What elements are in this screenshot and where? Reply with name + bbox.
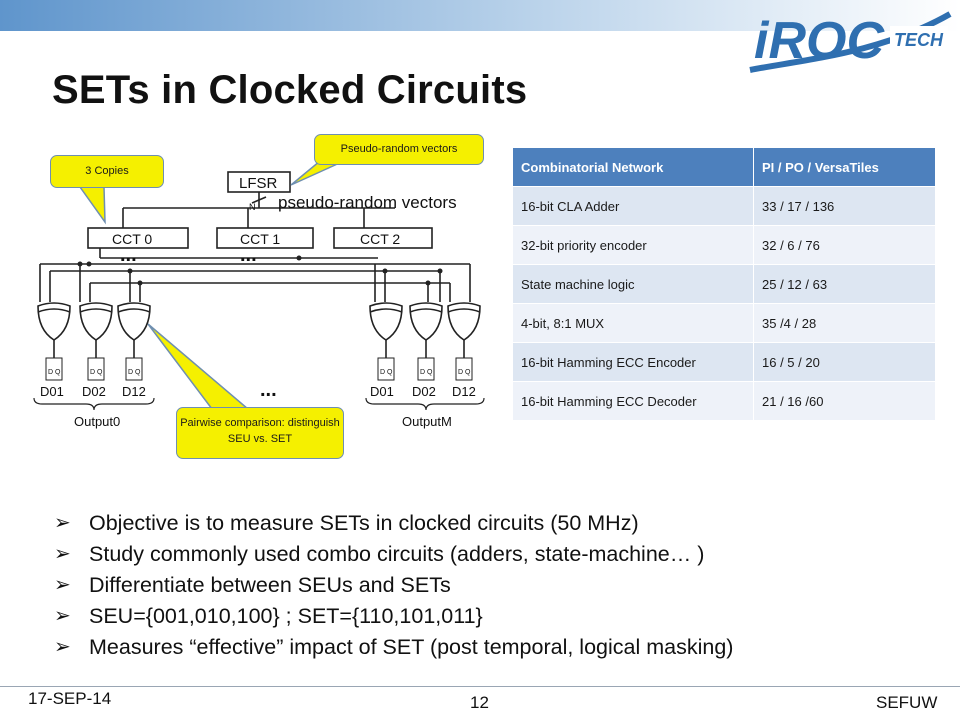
out-left-3: D12 xyxy=(122,384,146,399)
ff-dq-2: D Q xyxy=(90,369,103,376)
vectors-label: pseudo-random vectors xyxy=(278,193,457,212)
output-right-label: OutputM xyxy=(402,414,452,429)
callout-vectors: Pseudo-random vectors xyxy=(314,134,484,165)
cell-values: 33 / 17 / 136 xyxy=(753,186,936,226)
arrow-bullet-icon: ➢ xyxy=(54,543,71,565)
ff-dq-3: D Q xyxy=(128,369,141,376)
ff-dq-6: D Q xyxy=(458,369,471,376)
cell-network: 16-bit Hamming ECC Encoder xyxy=(513,342,754,382)
bullet-item: ➢ Study commonly used combo circuits (add… xyxy=(52,539,733,570)
bullet-text: Differentiate between SEUs and SETs xyxy=(89,573,451,597)
cell-values: 35 /4 / 28 xyxy=(753,303,936,343)
callout-copies: 3 Copies xyxy=(50,155,164,188)
page-number: 12 xyxy=(470,693,489,712)
bullet-list: ➢ Objective is to measure SETs in clocked… xyxy=(52,508,733,663)
table-row: 4-bit, 8:1 MUX 35 /4 / 28 xyxy=(513,303,936,343)
circuit-diagram: LFSR N pseudo-random vectors CCT 0 CCT 1… xyxy=(33,171,485,429)
header-network: Combinatorial Network xyxy=(513,148,754,187)
svg-text:TECH: TECH xyxy=(894,30,944,50)
arrow-bullet-icon: ➢ xyxy=(54,605,71,627)
ff-dq-4: D Q xyxy=(380,369,393,376)
ellipsis-2: ... xyxy=(240,244,257,266)
header-bar xyxy=(0,0,960,33)
bullet-item: ➢ SEU={001,010,100} ; SET={110,101,011} xyxy=(52,601,733,632)
slide-title: SETs in Clocked Circuits xyxy=(52,68,528,112)
footer-date: 17-SEP-14 xyxy=(28,689,112,708)
out-left-1: D01 xyxy=(40,384,64,399)
arrow-bullet-icon: ➢ xyxy=(54,574,71,596)
table-row: 16-bit CLA Adder 33 / 17 / 136 xyxy=(513,186,936,226)
lfsr-label: LFSR xyxy=(239,175,278,192)
cct0-label: CCT 0 xyxy=(112,231,152,247)
cell-values: 21 / 16 /60 xyxy=(753,381,936,420)
cell-network: State machine logic xyxy=(513,264,754,304)
n-label: N xyxy=(249,202,256,212)
ff-dq-1: D Q xyxy=(48,369,61,376)
out-right-1: D01 xyxy=(370,384,394,399)
header-pi-po: PI / PO / VersaTiles xyxy=(753,148,936,187)
cell-network: 32-bit priority encoder xyxy=(513,225,754,265)
table-row: 32-bit priority encoder 32 / 6 / 76 xyxy=(513,225,936,265)
cell-network: 16-bit Hamming ECC Decoder xyxy=(513,381,754,420)
table-header-row: Combinatorial Network PI / PO / VersaTil… xyxy=(513,148,936,187)
bullet-text: Measures “effective” impact of SET (post… xyxy=(89,635,734,659)
network-table: Combinatorial Network PI / PO / VersaTil… xyxy=(513,148,936,420)
svg-text:iROC: iROC xyxy=(754,12,885,70)
bullet-text: SEU={001,010,100} ; SET={110,101,011} xyxy=(89,604,483,628)
bullet-item: ➢ Measures “effective” impact of SET (pos… xyxy=(52,632,733,663)
out-left-2: D02 xyxy=(82,384,106,399)
arrow-bullet-icon: ➢ xyxy=(54,512,71,534)
ellipsis-1: ... xyxy=(120,244,137,266)
table-row: State machine logic 25 / 12 / 63 xyxy=(513,264,936,304)
iroc-logo: iROC TECH xyxy=(749,11,952,73)
out-right-2: D02 xyxy=(412,384,436,399)
ellipsis-3: ... xyxy=(260,379,277,401)
output-left-label: Output0 xyxy=(74,414,120,429)
cct2-label: CCT 2 xyxy=(360,231,400,247)
footer-divider xyxy=(0,686,960,687)
arrow-bullet-icon: ➢ xyxy=(54,636,71,658)
footer-org: SEFUW xyxy=(876,693,938,712)
bullet-text: Study commonly used combo circuits (adde… xyxy=(89,542,705,566)
table-row: 16-bit Hamming ECC Decoder 21 / 16 /60 xyxy=(513,381,936,420)
table-row: 16-bit Hamming ECC Encoder 16 / 5 / 20 xyxy=(513,342,936,382)
cell-values: 25 / 12 / 63 xyxy=(753,264,936,304)
bullet-item: ➢ Objective is to measure SETs in clocked… xyxy=(52,508,733,539)
cell-values: 16 / 5 / 20 xyxy=(753,342,936,382)
bullet-text: Objective is to measure SETs in clocked … xyxy=(89,511,639,535)
ff-dq-5: D Q xyxy=(420,369,433,376)
cell-network: 16-bit CLA Adder xyxy=(513,186,754,226)
out-right-3: D12 xyxy=(452,384,476,399)
cell-values: 32 / 6 / 76 xyxy=(753,225,936,265)
bullet-item: ➢ Differentiate between SEUs and SETs xyxy=(52,570,733,601)
cct1-label: CCT 1 xyxy=(240,231,280,247)
callout-comparison: Pairwise comparison: distinguish SEU vs.… xyxy=(176,407,344,459)
cell-network: 4-bit, 8:1 MUX xyxy=(513,303,754,343)
